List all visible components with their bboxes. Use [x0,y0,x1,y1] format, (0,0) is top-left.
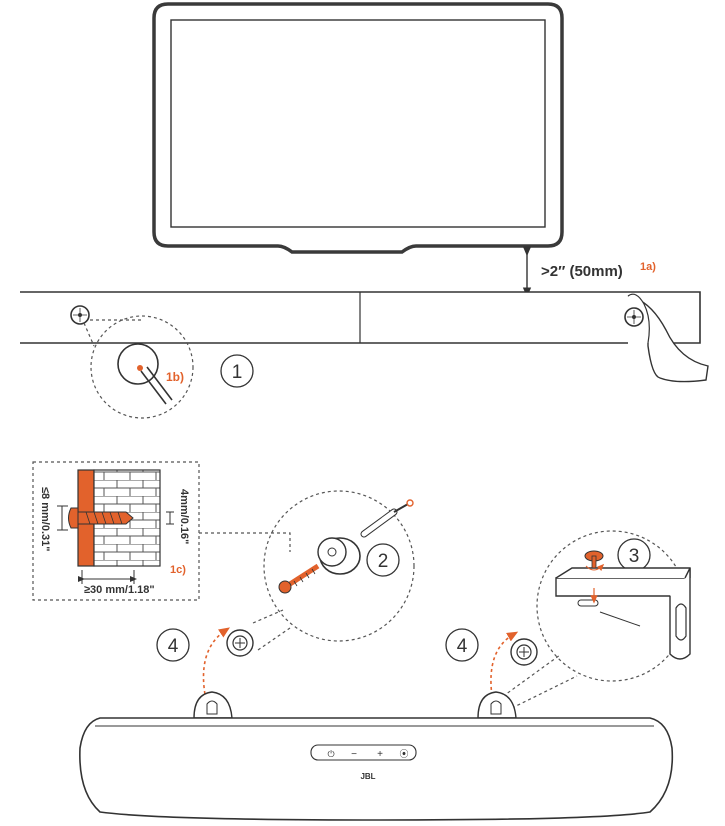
drill-mark-right-icon [624,307,644,327]
screwdriver-icon [360,499,414,538]
anchor-zoom-circle [263,490,415,642]
screw-ref: 1c) [170,564,186,576]
soundbar: ⏻ − + ⦿ JBL [79,691,674,821]
drill-hole-icon [117,343,159,385]
screw-spec-panel: ≤8 mm/0.31" 4mm/0.16" 1c) ≥30 mm/1.18" [32,461,291,601]
gap-label: >2″ (50mm) [541,263,623,280]
anchor-zoom [252,490,415,651]
step-4-left-marker: 4 [156,628,190,662]
drill-zoom-circle [90,315,194,419]
screw-icon [278,563,320,594]
brand-logo: JBL [360,772,375,781]
mounting-template [20,291,709,383]
gap-dimension: >2″ (50mm) 1a) [522,246,656,298]
wall-anchor-icon [317,537,361,575]
tv [152,2,564,254]
right-anchor-icon [510,638,538,666]
drill-bit-icon [140,366,173,405]
volume-down-button[interactable]: − [351,749,357,760]
svg-text:3: 3 [629,546,640,567]
step-2-marker: 2 [366,543,400,577]
hang-arrow-left [202,627,230,701]
head-size-label: ≤8 mm/0.31" [39,487,51,551]
soundbar-body [79,717,674,821]
step-3-marker: 3 [617,538,651,572]
drill-ref: 1b) [166,370,184,384]
drill-mark-left-icon [70,305,90,325]
bracket-zoom-circle [536,530,688,682]
hang-arrow-right [490,631,519,697]
left-anchor-icon [226,629,254,657]
power-button[interactable]: ⏻ [327,749,334,759]
thumb-screw-icon [584,550,605,604]
svg-text:4: 4 [457,636,468,657]
svg-text:1: 1 [232,362,243,383]
svg-text:4: 4 [168,636,179,657]
volume-up-button[interactable]: + [377,749,383,760]
screw-head-icon [68,507,79,529]
tv-screen [170,19,546,228]
step-1-marker: 1 [220,354,254,388]
control-panel [310,744,417,761]
depth-label: 4mm/0.16" [178,489,190,544]
gap-ref: 1a) [640,261,656,273]
drill-zoom: 1b) [83,315,194,419]
length-label: ≥30 mm/1.18" [84,584,155,596]
svg-text:2: 2 [378,551,389,572]
bracket-zoom [497,530,691,709]
step-4-right-marker: 4 [445,628,479,662]
wall-bracket-icon [555,567,691,660]
source-button[interactable]: ⦿ [399,749,408,759]
